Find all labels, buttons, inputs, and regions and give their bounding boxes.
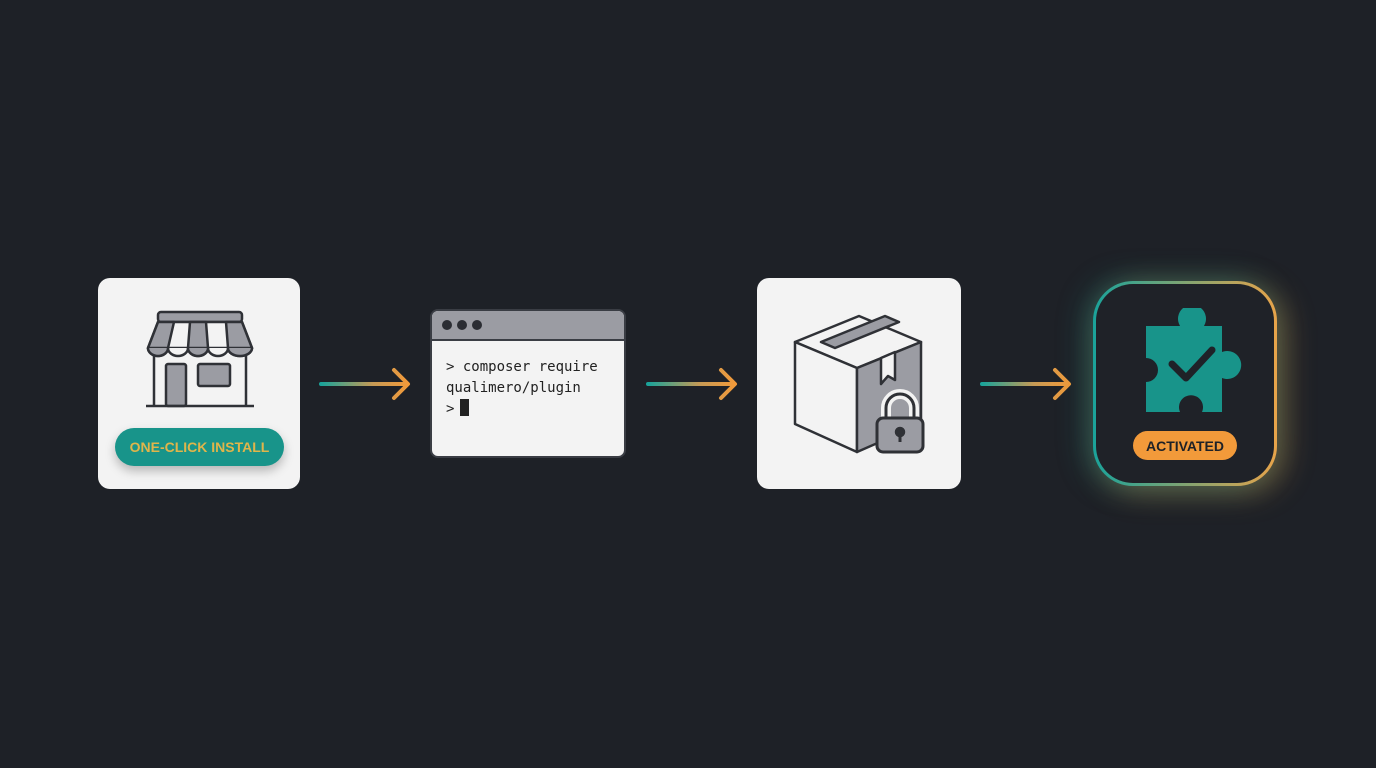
arrow-right-icon	[646, 368, 737, 400]
arrow-right-icon	[319, 368, 410, 400]
terminal-line: qualimero/plugin	[446, 380, 581, 396]
terminal-line: > composer require	[446, 359, 598, 375]
window-dot-icon	[472, 320, 482, 330]
activated-badge: ACTIVATED	[1133, 431, 1237, 460]
terminal-prompt-line: >	[446, 399, 624, 420]
arrow-right-icon	[980, 368, 1071, 400]
puzzle-check-icon	[1146, 308, 1242, 412]
step-marketplace-card: ONE-CLICK INSTALL	[98, 278, 300, 489]
one-click-install-button[interactable]: ONE-CLICK INSTALL	[115, 428, 284, 466]
terminal-output: > composer require qualimero/plugin >	[432, 341, 624, 420]
cursor	[460, 399, 470, 416]
window-dot-icon	[457, 320, 467, 330]
storefront-icon	[146, 310, 254, 408]
locked-package-icon	[793, 314, 925, 454]
step-package-card	[757, 278, 961, 489]
terminal-window: > composer require qualimero/plugin >	[430, 309, 626, 458]
step-activated-card: ACTIVATED	[1093, 281, 1277, 486]
window-dot-icon	[442, 320, 452, 330]
terminal-titlebar	[432, 311, 624, 341]
